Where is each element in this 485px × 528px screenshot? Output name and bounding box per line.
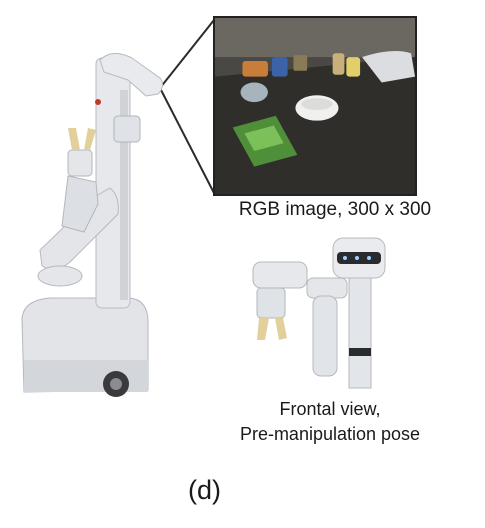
rgb-camera-image: [213, 16, 417, 196]
frontal-caption-line-2: Pre-manipulation pose: [239, 424, 421, 444]
robot-side-view-image: [21, 53, 164, 397]
rgb-image-caption: RGB image, 300 x 300: [238, 199, 432, 220]
frontal-view-caption: Frontal view, Pre-manipulation pose: [180, 397, 480, 447]
panel-label: (d): [188, 475, 221, 505]
frontal-view-image: [252, 237, 386, 389]
frontal-caption-line-1: Frontal view,: [279, 399, 381, 419]
